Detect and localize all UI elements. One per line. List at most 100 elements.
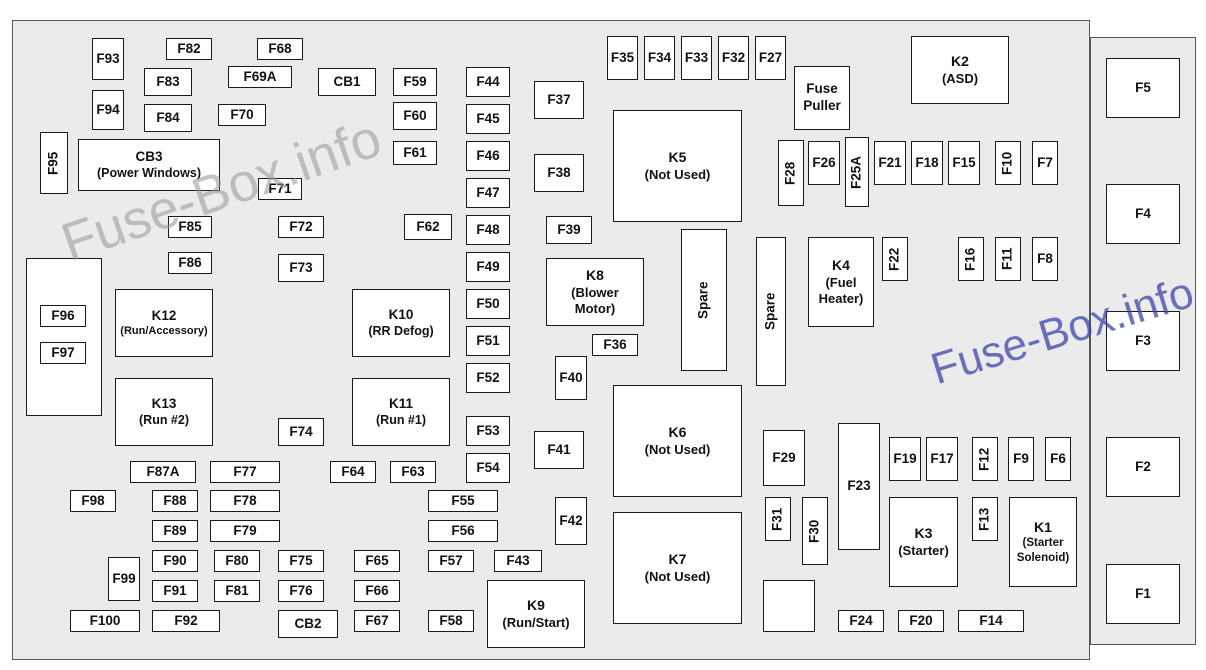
fuse-f2: F2 xyxy=(1106,437,1180,497)
fuse-f56: F56 xyxy=(428,520,498,542)
relay-k9-desc: (Run/Start) xyxy=(502,614,570,630)
breaker-cb3: CB3 (Power Windows) xyxy=(78,139,220,191)
fuse-f30: F30 xyxy=(802,497,828,565)
fuse-f97: F97 xyxy=(40,342,86,364)
relay-k5-desc: (Not Used) xyxy=(644,166,711,182)
relay-k13-desc: (Run #2) xyxy=(139,412,189,427)
fuse-f87a: F87A xyxy=(130,461,196,483)
fuse-f82: F82 xyxy=(166,38,212,60)
relay-k5-label: K5 xyxy=(668,149,687,166)
relay-k4-desc-2: Heater) xyxy=(818,290,864,306)
fuse-f16: F16 xyxy=(958,237,984,281)
fuse-f94: F94 xyxy=(92,90,124,130)
relay-k10-label: K10 xyxy=(388,306,414,322)
fuse-f7: F7 xyxy=(1032,141,1058,185)
relay-k2-desc: (ASD) xyxy=(941,70,979,86)
fuse-f12: F12 xyxy=(972,437,998,481)
fuse-f46: F46 xyxy=(466,141,510,171)
fuse-f62: F62 xyxy=(404,214,452,240)
fuse-f66: F66 xyxy=(354,580,400,602)
fuse-f79: F79 xyxy=(210,520,280,542)
fuse-f34: F34 xyxy=(644,36,675,80)
fuse-f4: F4 xyxy=(1106,184,1180,244)
relay-k4-desc-1: (Fuel xyxy=(825,274,857,290)
fuse-f24: F24 xyxy=(838,610,884,632)
spare-slot-2: Spare xyxy=(756,237,786,386)
fuse-f19: F19 xyxy=(889,437,921,481)
fuse-f42: F42 xyxy=(555,497,587,545)
relay-k7: K7 (Not Used) xyxy=(613,512,742,624)
breaker-cb3-desc: (Power Windows) xyxy=(96,165,202,180)
fuse-f45: F45 xyxy=(466,104,510,134)
fuse-f84: F84 xyxy=(144,104,192,132)
fuse-f76: F76 xyxy=(278,580,324,602)
fuse-f9: F9 xyxy=(1008,437,1034,481)
breaker-cb3-label: CB3 xyxy=(135,148,163,164)
fuse-f27: F27 xyxy=(755,36,786,80)
relay-k13-label: K13 xyxy=(151,395,177,411)
fuse-f67: F67 xyxy=(354,610,400,632)
fuse-f44: F44 xyxy=(466,67,510,97)
fuse-f38: F38 xyxy=(534,154,584,192)
fuse-f61: F61 xyxy=(393,141,437,165)
fuse-f89: F89 xyxy=(152,520,198,542)
relay-k5: K5 (Not Used) xyxy=(613,110,742,222)
relay-k1-label: K1 xyxy=(1034,518,1052,535)
fuse-f39: F39 xyxy=(546,216,592,244)
fuse-f98: F98 xyxy=(70,490,116,512)
fuse-f6: F6 xyxy=(1045,437,1071,481)
fuse-f93: F93 xyxy=(92,38,124,80)
fuse-f55: F55 xyxy=(428,490,498,512)
fuse-f40: F40 xyxy=(555,356,587,400)
fuse-f48: F48 xyxy=(466,215,510,245)
fuse-f36: F36 xyxy=(592,334,638,356)
fuse-f22: F22 xyxy=(882,237,908,281)
fuse-f31: F31 xyxy=(765,497,791,541)
fuse-f8: F8 xyxy=(1032,237,1058,281)
fuse-f95: F95 xyxy=(40,132,68,194)
fuse-f54: F54 xyxy=(466,453,510,483)
relay-k2: K2 (ASD) xyxy=(911,36,1009,104)
relay-k7-label: K7 xyxy=(668,551,687,568)
fuse-f41: F41 xyxy=(534,431,584,469)
spare-slot-1: Spare xyxy=(681,229,727,371)
fuse-f23: F23 xyxy=(838,423,880,550)
relay-k2-label: K2 xyxy=(951,53,969,70)
fuse-f92: F92 xyxy=(152,610,220,632)
fuse-f21: F21 xyxy=(874,141,906,185)
fuse-f96: F96 xyxy=(40,305,86,327)
relay-k8-label: K8 xyxy=(586,267,604,283)
fuse-f15: F15 xyxy=(948,141,980,185)
relay-k3-desc: (Starter) xyxy=(898,542,949,558)
fuse-f47: F47 xyxy=(466,178,510,208)
fuse-f49: F49 xyxy=(466,252,510,282)
fuse-f18: F18 xyxy=(911,141,943,185)
fuse-puller: Fuse Puller xyxy=(794,66,850,130)
fuse-f14: F14 xyxy=(958,610,1024,632)
relay-k7-desc: (Not Used) xyxy=(644,568,711,584)
fuse-f85: F85 xyxy=(168,216,212,238)
relay-k3: K3 (Starter) xyxy=(889,497,958,587)
fuse-f5: F5 xyxy=(1106,58,1180,118)
fuse-f100: F100 xyxy=(70,610,140,632)
fuse-f83: F83 xyxy=(144,68,192,96)
fuse-f57: F57 xyxy=(428,550,474,572)
fuse-f28: F28 xyxy=(778,140,804,206)
fuse-f63: F63 xyxy=(390,461,436,483)
relay-k13: K13 (Run #2) xyxy=(115,378,213,446)
relay-k12-label: K12 xyxy=(151,307,177,323)
fuse-f53: F53 xyxy=(466,416,510,446)
breaker-cb1: CB1 xyxy=(318,68,376,96)
empty-slot xyxy=(763,580,815,632)
fuse-f32: F32 xyxy=(718,36,749,80)
fuse-f11: F11 xyxy=(995,237,1021,281)
fuse-f75: F75 xyxy=(278,550,324,572)
fuse-f72: F72 xyxy=(278,216,324,238)
fuse-f77: F77 xyxy=(210,461,280,483)
fuse-f29: F29 xyxy=(763,430,805,486)
relay-k6: K6 (Not Used) xyxy=(613,385,742,497)
fuse-f51: F51 xyxy=(466,326,510,356)
relay-k8-desc-1: (Blower xyxy=(571,284,619,300)
relay-k11-desc: (Run #1) xyxy=(376,412,426,427)
relay-k4: K4 (Fuel Heater) xyxy=(808,237,874,327)
